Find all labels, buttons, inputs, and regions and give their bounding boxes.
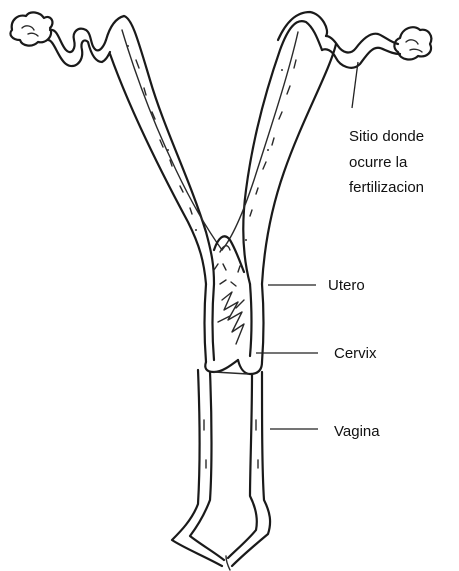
fertilization-leader — [352, 62, 358, 108]
utero-label: Utero — [328, 277, 365, 294]
vagina-structure — [172, 370, 270, 570]
left-fallopian-tube — [48, 29, 110, 66]
fertilization-label-line1: Sitio donde — [349, 128, 424, 145]
cervix-label: Cervix — [334, 345, 377, 362]
fertilization-label-line2: ocurre la — [349, 154, 408, 171]
left-fimbria — [10, 12, 52, 45]
uterus-body — [106, 12, 336, 362]
vagina-label: Vagina — [334, 423, 380, 440]
fertilization-label-line3: fertilizacion — [349, 179, 424, 196]
